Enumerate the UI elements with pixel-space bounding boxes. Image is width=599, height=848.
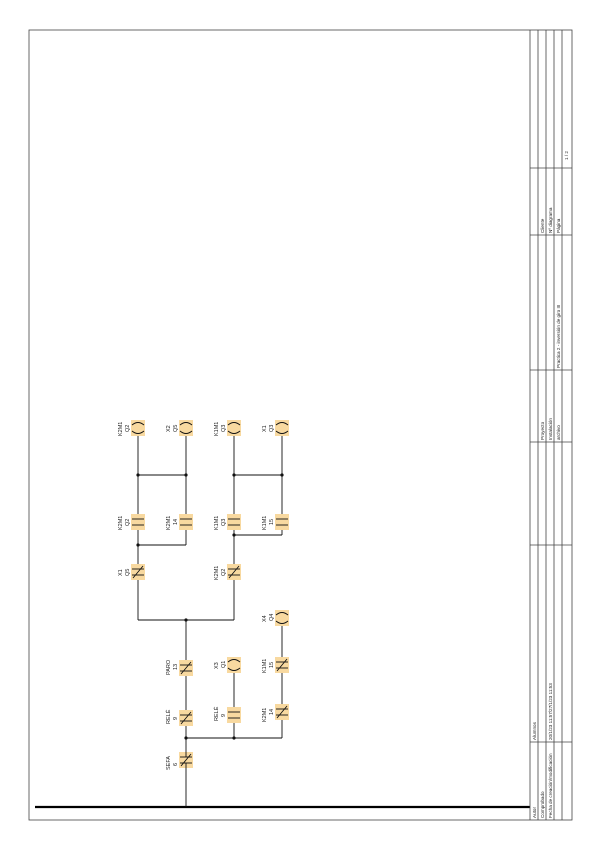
tb-proyecto-label: Proyecto bbox=[540, 421, 545, 440]
k2m1-coil bbox=[131, 420, 145, 436]
label-x3: X3 bbox=[214, 662, 220, 669]
pin-x1-nc: Q5 bbox=[125, 569, 131, 576]
k2m1-nc-contact-upper bbox=[227, 564, 241, 580]
x2-coil bbox=[179, 420, 193, 436]
label-sefa: SEFA bbox=[166, 756, 172, 770]
label-k2m1-nc-upper: K2M1 bbox=[214, 566, 220, 580]
tb-fecha-value: 20/1/23 11:57/27/1/23 11:53 bbox=[548, 683, 553, 740]
sheet-frame bbox=[28, 29, 573, 821]
x1-nc-contact bbox=[131, 564, 145, 580]
label-rele2: RELÉ bbox=[213, 706, 220, 721]
pin-x2-coil: Q5 bbox=[173, 425, 179, 432]
label-k1m1-no-right: K1M1 bbox=[262, 516, 268, 530]
label-k1m1-coil: K1M1 bbox=[214, 422, 220, 436]
label-rele1: RELÉ bbox=[165, 709, 172, 724]
wires bbox=[137, 425, 283, 807]
tb-archivo-label: archivo bbox=[556, 425, 561, 440]
pin-k1m1-coil: Q3 bbox=[221, 425, 227, 432]
sefa-nc-contact bbox=[179, 752, 193, 768]
tb-pagina-label: Página bbox=[556, 218, 561, 233]
tb-autor-label: Autor bbox=[532, 807, 537, 818]
component-labels: SEFA 6 RELÉ 9 PARO 13 RELÉ 9 X3 Q1 K2M1 … bbox=[118, 422, 275, 770]
label-k2m1-lower: K2M1 bbox=[262, 708, 268, 722]
rele-no-contact bbox=[227, 707, 241, 723]
x3-coil bbox=[227, 657, 241, 673]
label-x1-nc: X1 bbox=[118, 569, 124, 576]
pin-x3: Q1 bbox=[221, 661, 227, 668]
junction-nodes bbox=[136, 473, 284, 740]
pin-k2m1-nc-upper: Q2 bbox=[221, 569, 227, 576]
label-paro: PARO bbox=[166, 659, 172, 675]
pin-paro: 13 bbox=[173, 664, 179, 670]
k2m1-nc-contact-lower bbox=[275, 704, 289, 720]
label-x2-coil: X2 bbox=[166, 425, 172, 432]
tb-cliente-label: Cliente bbox=[540, 218, 545, 233]
tb-pagina-value: 1 / 2 bbox=[564, 151, 569, 160]
pin-rele2: 9 bbox=[221, 714, 227, 717]
k1m1-nc-contact-lower bbox=[275, 657, 289, 673]
pin-x1-coil: Q3 bbox=[269, 425, 275, 432]
label-k1m1-lower: K1M1 bbox=[262, 659, 268, 673]
tb-instalacion-label: Instalación bbox=[548, 418, 553, 440]
paro-nc-contact bbox=[179, 660, 193, 676]
tb-diagrama-label: Nº diagrama bbox=[548, 207, 553, 233]
k1m1-no-contact-right bbox=[275, 514, 289, 530]
tb-archivo-value: Practica 2 - inversión de giro III bbox=[556, 305, 561, 368]
pin-sefa: 6 bbox=[173, 763, 179, 766]
pin-rele1: 9 bbox=[173, 717, 179, 720]
pin-k1m1-no-right: 15 bbox=[269, 519, 275, 525]
x4-coil bbox=[275, 610, 289, 626]
label-k2m1-no-left: K2M1 bbox=[118, 516, 124, 530]
label-x1-coil: X1 bbox=[262, 425, 268, 432]
x1-coil bbox=[275, 420, 289, 436]
pin-x4: Q4 bbox=[269, 614, 275, 621]
pin-k2m1-lower: 14 bbox=[269, 709, 275, 715]
pin-k2m1-no-right: 14 bbox=[173, 519, 179, 525]
label-k2m1-coil: K2M1 bbox=[118, 422, 124, 436]
label-x4: X4 bbox=[262, 615, 268, 622]
k1m1-no-contact-left bbox=[227, 514, 241, 530]
pin-k1m1-lower: 15 bbox=[269, 662, 275, 668]
label-k1m1-no-left: K1M1 bbox=[214, 516, 220, 530]
tb-autor-value: Alumnos bbox=[532, 721, 537, 740]
k2m1-no-contact-right bbox=[179, 514, 193, 530]
label-k2m1-no-right: K2M1 bbox=[166, 516, 172, 530]
k2m1-no-contact-left bbox=[131, 514, 145, 530]
title-block: Autor Alumnos Comprobado Fecha de creaci… bbox=[529, 30, 572, 820]
tb-fecha-label: Fecha de creación/modificación bbox=[548, 753, 553, 818]
pin-k2m1-no-left: Q2 bbox=[125, 519, 131, 526]
pin-k1m1-no-left: Q3 bbox=[221, 519, 227, 526]
k1m1-coil bbox=[227, 420, 241, 436]
rele-nc-contact bbox=[179, 710, 193, 726]
pin-k2m1-coil: Q2 bbox=[125, 425, 131, 432]
tb-comprobado-label: Comprobado bbox=[540, 791, 545, 818]
